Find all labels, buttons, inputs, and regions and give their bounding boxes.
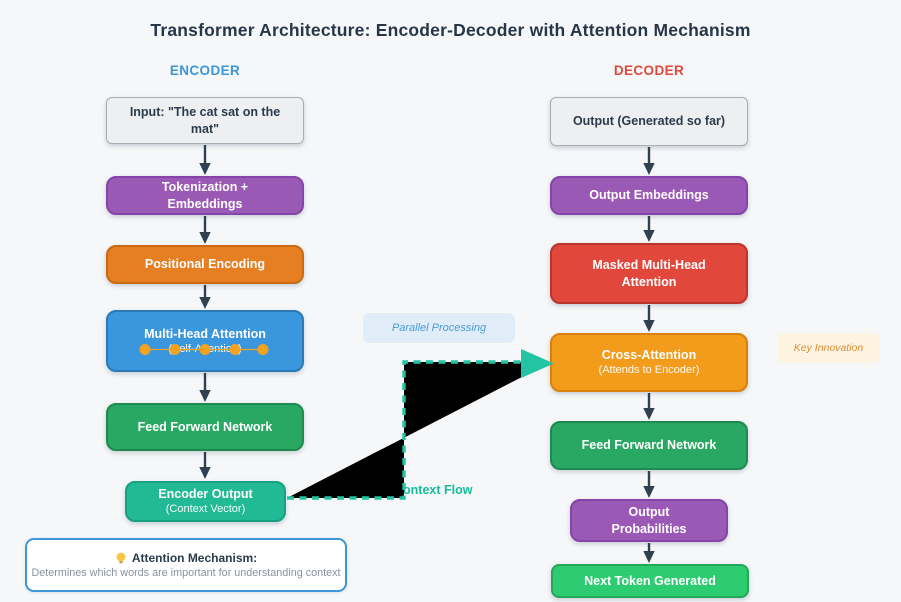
diagram-title: Transformer Architecture: Encoder-Decode… — [150, 20, 751, 40]
node-label: Output Embeddings — [589, 188, 709, 203]
lightbulb-icon — [116, 552, 126, 563]
node-label: Next Token Generated — [584, 573, 716, 588]
note-body: Determines which words are important for… — [31, 567, 341, 579]
node-sublabel: (Attends to Encoder) — [598, 364, 700, 377]
encoder-node-multi-head-attention: Multi-Head Attention (Self-Attention) — [106, 310, 304, 372]
node-label: Output Probabilities — [611, 505, 687, 536]
encoder-node-input: Input: "The cat sat on the mat" — [106, 97, 304, 144]
key-innovation-annotation: Key Innovation — [777, 333, 880, 363]
encoder-column-heading: ENCODER — [169, 63, 241, 78]
node-label: Encoder Output — [158, 487, 253, 502]
attention-mechanism-note: Attention Mechanism: Determines which wo… — [25, 538, 347, 592]
annotation-text: Parallel Processing — [391, 322, 487, 334]
decoder-node-masked-multi-head-attention: Masked Multi-Head Attention — [550, 243, 748, 304]
node-sublabel: (Self-Attention) — [168, 342, 242, 355]
node-label: Positional Encoding — [144, 257, 266, 272]
annotation-text: Key Innovation — [793, 342, 864, 354]
encoder-node-encoder-output: Encoder Output (Context Vector) — [125, 481, 286, 522]
node-sublabel: (Context Vector) — [165, 503, 246, 516]
node-label: Cross-Attention — [601, 348, 697, 363]
decoder-node-output-probabilities: Output Probabilities — [570, 499, 728, 542]
node-label: Masked Multi-Head Attention — [592, 258, 706, 289]
node-label: Tokenization + Embeddings — [161, 180, 249, 211]
encoder-node-feed-forward: Feed Forward Network — [106, 403, 304, 451]
node-label: Multi-Head Attention — [144, 326, 266, 341]
decoder-node-next-token: Next Token Generated — [551, 564, 749, 598]
note-title-row: Attention Mechanism: — [115, 551, 257, 565]
context-flow-arrow — [287, 360, 551, 500]
decoder-node-output-embeddings: Output Embeddings — [550, 176, 748, 215]
node-label: Input: "The cat sat on the mat" — [129, 105, 281, 136]
encoder-node-tokenization-embeddings: Tokenization + Embeddings — [106, 176, 304, 215]
decoder-node-output-so-far: Output (Generated so far) — [550, 97, 748, 146]
context-flow-annotation: Context Flow — [394, 483, 473, 497]
decoder-node-feed-forward: Feed Forward Network — [550, 421, 748, 470]
node-label: Feed Forward Network — [137, 419, 273, 434]
decoder-node-cross-attention: Cross-Attention (Attends to Encoder) — [550, 333, 748, 392]
node-label: Output (Generated so far) — [572, 114, 726, 129]
parallel-processing-annotation: Parallel Processing — [363, 313, 515, 343]
encoder-node-positional-encoding: Positional Encoding — [106, 245, 304, 284]
decoder-column-heading: DECODER — [613, 63, 685, 78]
node-label: Feed Forward Network — [581, 438, 717, 453]
note-title: Attention Mechanism: — [131, 551, 258, 565]
